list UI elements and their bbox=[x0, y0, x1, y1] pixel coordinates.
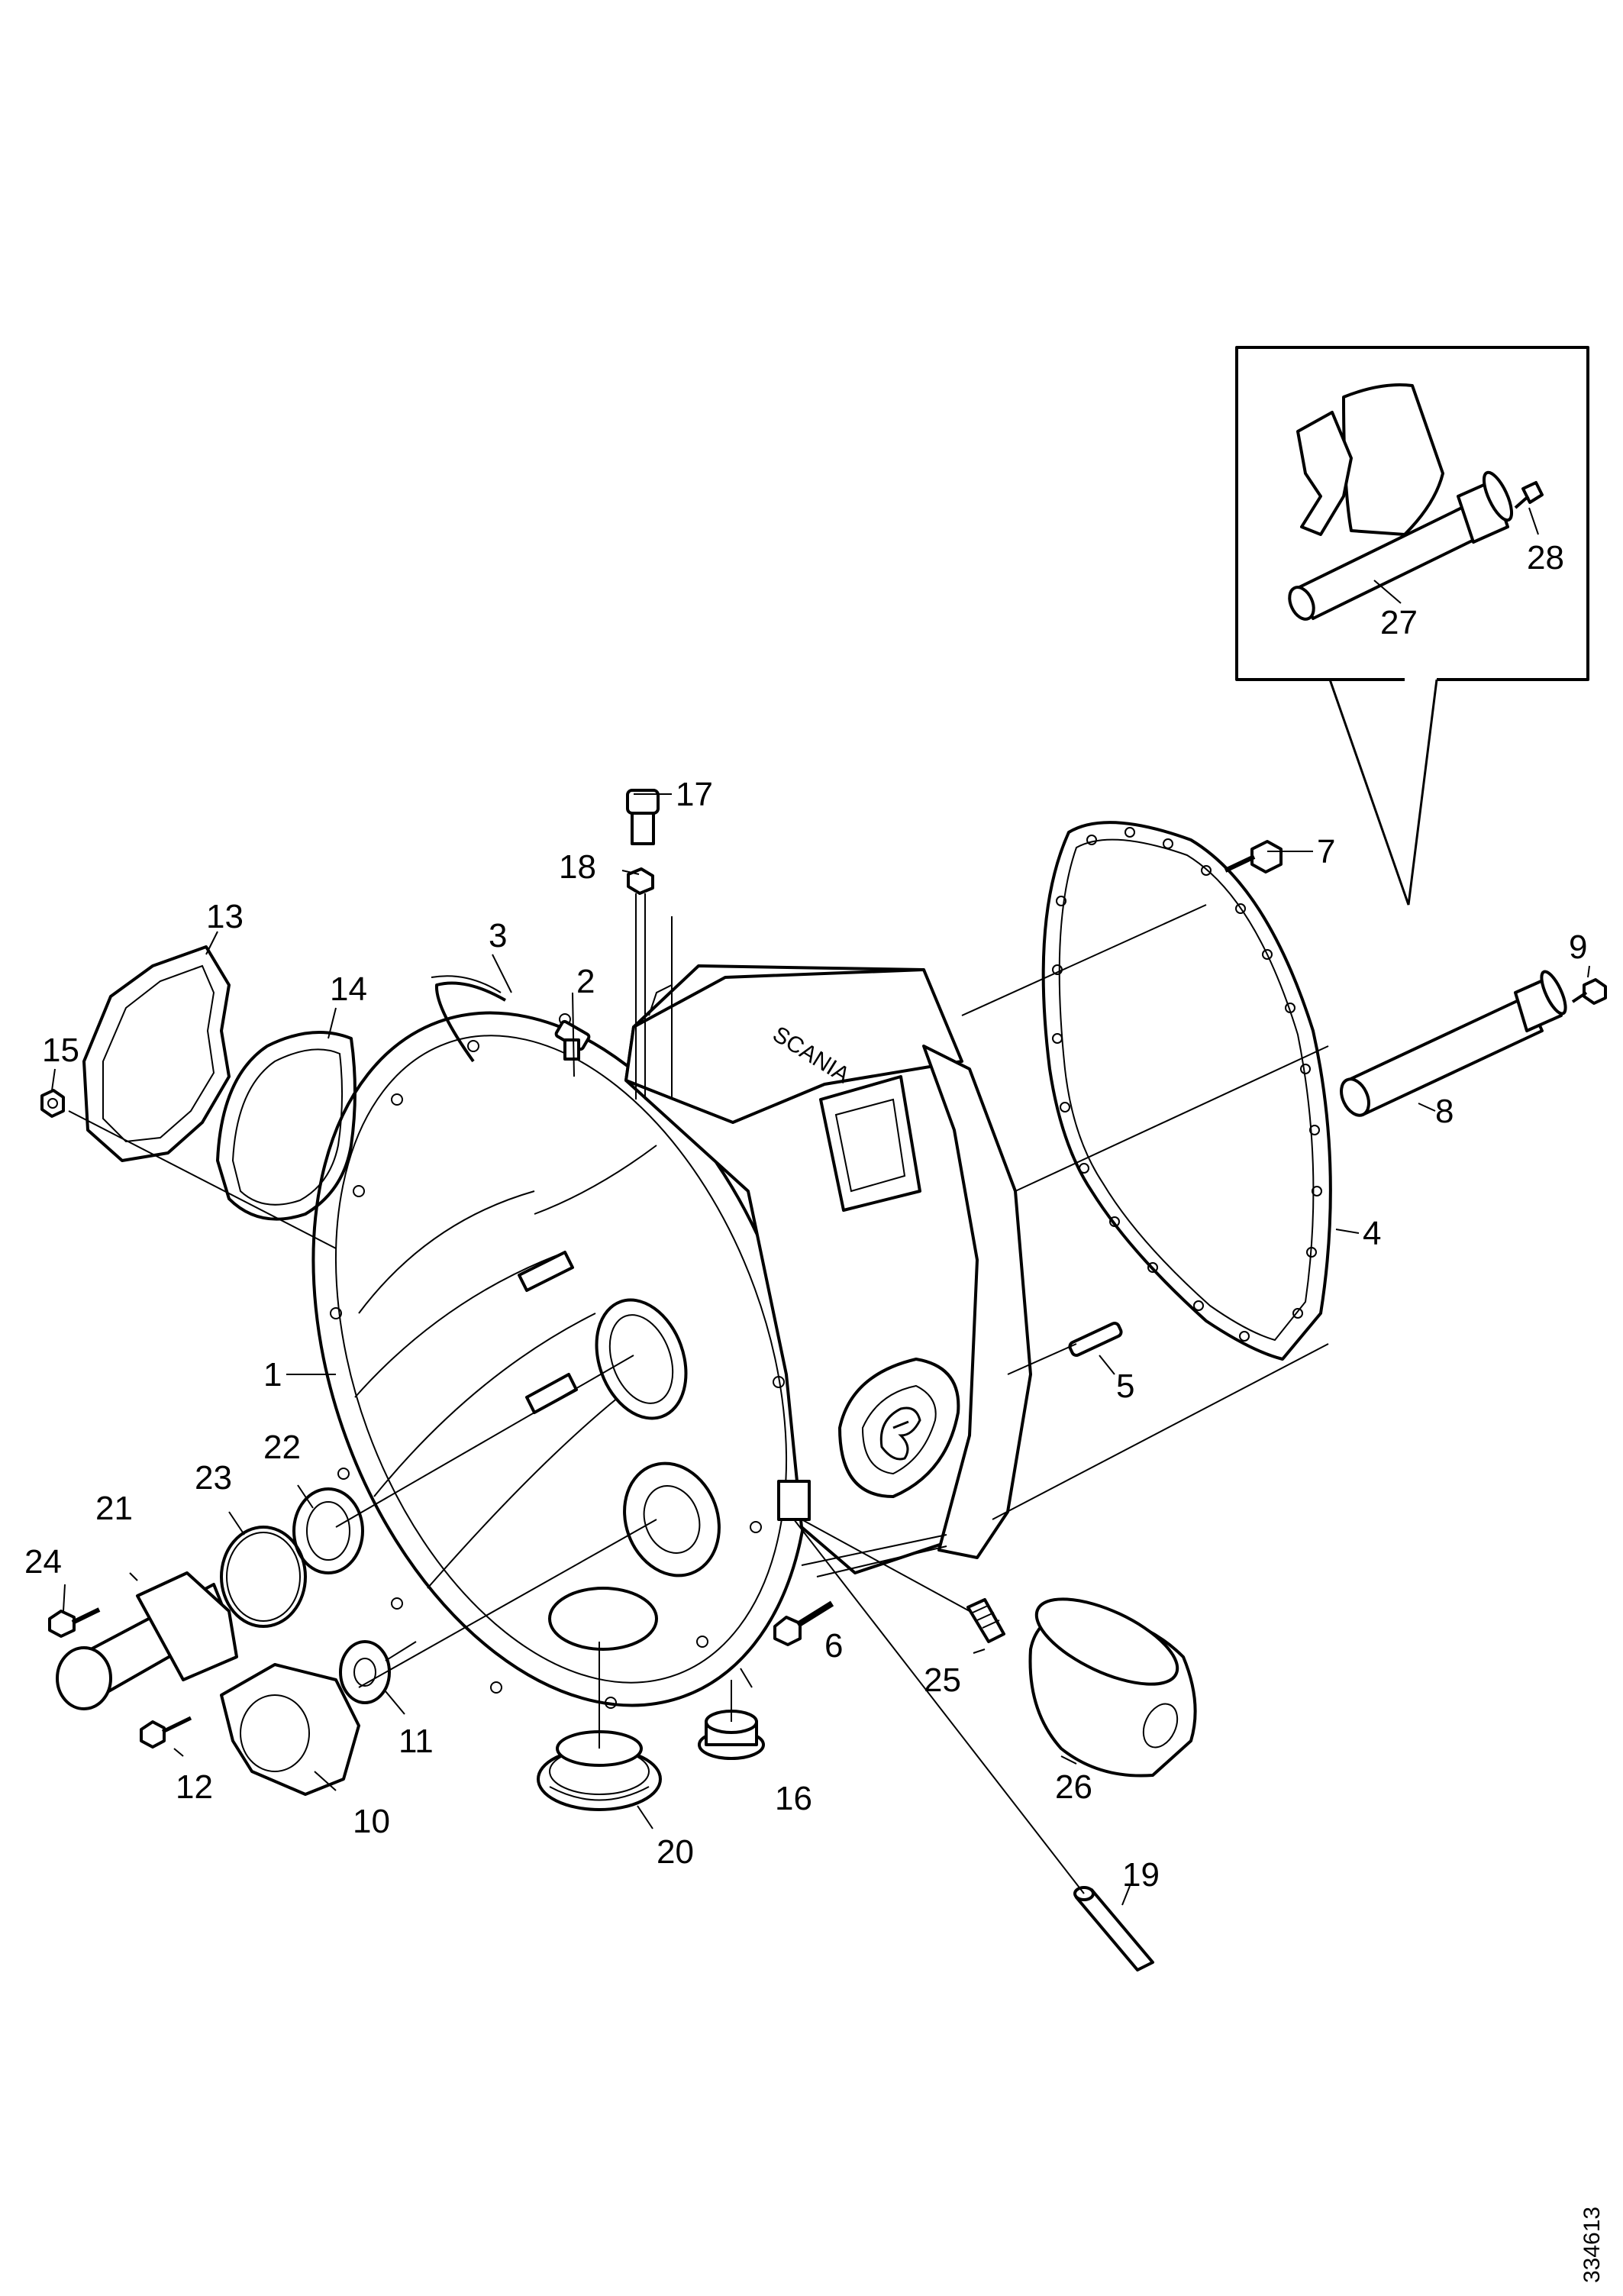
scania-griffin-logo bbox=[879, 1406, 921, 1461]
o-ring-23 bbox=[220, 1526, 307, 1628]
guide-tube-21 bbox=[56, 1571, 238, 1710]
pump-rotor-11 bbox=[339, 1640, 417, 1704]
callout-17: 17 bbox=[676, 776, 713, 813]
callout-2: 2 bbox=[576, 963, 595, 1000]
bolt-7 bbox=[1224, 840, 1283, 874]
bracket-fragment-inset bbox=[1296, 411, 1353, 536]
logo-plate bbox=[838, 1358, 960, 1498]
callout-15: 15 bbox=[42, 1032, 79, 1069]
oil-filter-26 bbox=[1028, 1597, 1197, 1778]
bolt-28-inset bbox=[1514, 481, 1544, 509]
nut-15 bbox=[40, 1089, 65, 1118]
callout-22: 22 bbox=[263, 1429, 301, 1466]
bolt-12 bbox=[140, 1716, 192, 1749]
callout-8: 8 bbox=[1435, 1093, 1454, 1130]
seal-22 bbox=[292, 1487, 364, 1574]
bolt-18 bbox=[627, 867, 654, 1100]
callout-24: 24 bbox=[24, 1543, 62, 1581]
pin-5 bbox=[1068, 1322, 1123, 1357]
detail-inset bbox=[1235, 346, 1589, 906]
callout-1: 1 bbox=[263, 1356, 282, 1393]
callout-28: 28 bbox=[1527, 539, 1564, 576]
fitting-25 bbox=[966, 1598, 1005, 1643]
bolt-9 bbox=[1571, 978, 1607, 1005]
callout-numbers: 1 2 3 4 5 6 7 8 9 10 11 12 13 14 15 16 1… bbox=[24, 539, 1587, 1894]
callout-10: 10 bbox=[353, 1803, 390, 1840]
bolt-24 bbox=[48, 1607, 101, 1638]
callout-23: 23 bbox=[195, 1459, 232, 1497]
callout-20: 20 bbox=[657, 1833, 694, 1871]
clutch-housing: SCANIA bbox=[311, 964, 1032, 1709]
callout-3: 3 bbox=[489, 917, 507, 954]
gasket-13 bbox=[82, 945, 231, 1162]
callout-6: 6 bbox=[824, 1627, 843, 1665]
callout-26: 26 bbox=[1055, 1768, 1092, 1806]
callout-21: 21 bbox=[95, 1490, 133, 1527]
pump-housing-10 bbox=[220, 1663, 360, 1796]
callout-5: 5 bbox=[1116, 1368, 1134, 1405]
leader-lines bbox=[51, 793, 1590, 1906]
callout-27: 27 bbox=[1380, 604, 1418, 641]
gasket-4-bolt-holes bbox=[1052, 827, 1322, 1342]
gasket-14 bbox=[216, 1031, 357, 1221]
callout-14: 14 bbox=[330, 970, 367, 1008]
callout-13: 13 bbox=[206, 898, 244, 935]
pipe-8 bbox=[1340, 970, 1567, 1117]
figure-reference-number: 334613 bbox=[1579, 2207, 1605, 2283]
bolt-6 bbox=[773, 1600, 834, 1646]
pin-19 bbox=[1073, 1886, 1154, 1971]
callout-25: 25 bbox=[924, 1661, 961, 1699]
callout-12: 12 bbox=[176, 1768, 213, 1806]
fitting-2 bbox=[554, 1019, 591, 1061]
plug-17 bbox=[626, 789, 660, 845]
callout-7: 7 bbox=[1317, 833, 1335, 870]
callout-4: 4 bbox=[1363, 1215, 1381, 1252]
callout-18: 18 bbox=[559, 848, 596, 886]
callout-16: 16 bbox=[775, 1780, 812, 1817]
callout-9: 9 bbox=[1569, 928, 1587, 966]
hose-3 bbox=[434, 981, 506, 1063]
callout-19: 19 bbox=[1122, 1856, 1160, 1894]
pipe-27-inset bbox=[1288, 470, 1514, 621]
callout-11: 11 bbox=[398, 1723, 434, 1760]
gasket-4 bbox=[1041, 821, 1332, 1361]
